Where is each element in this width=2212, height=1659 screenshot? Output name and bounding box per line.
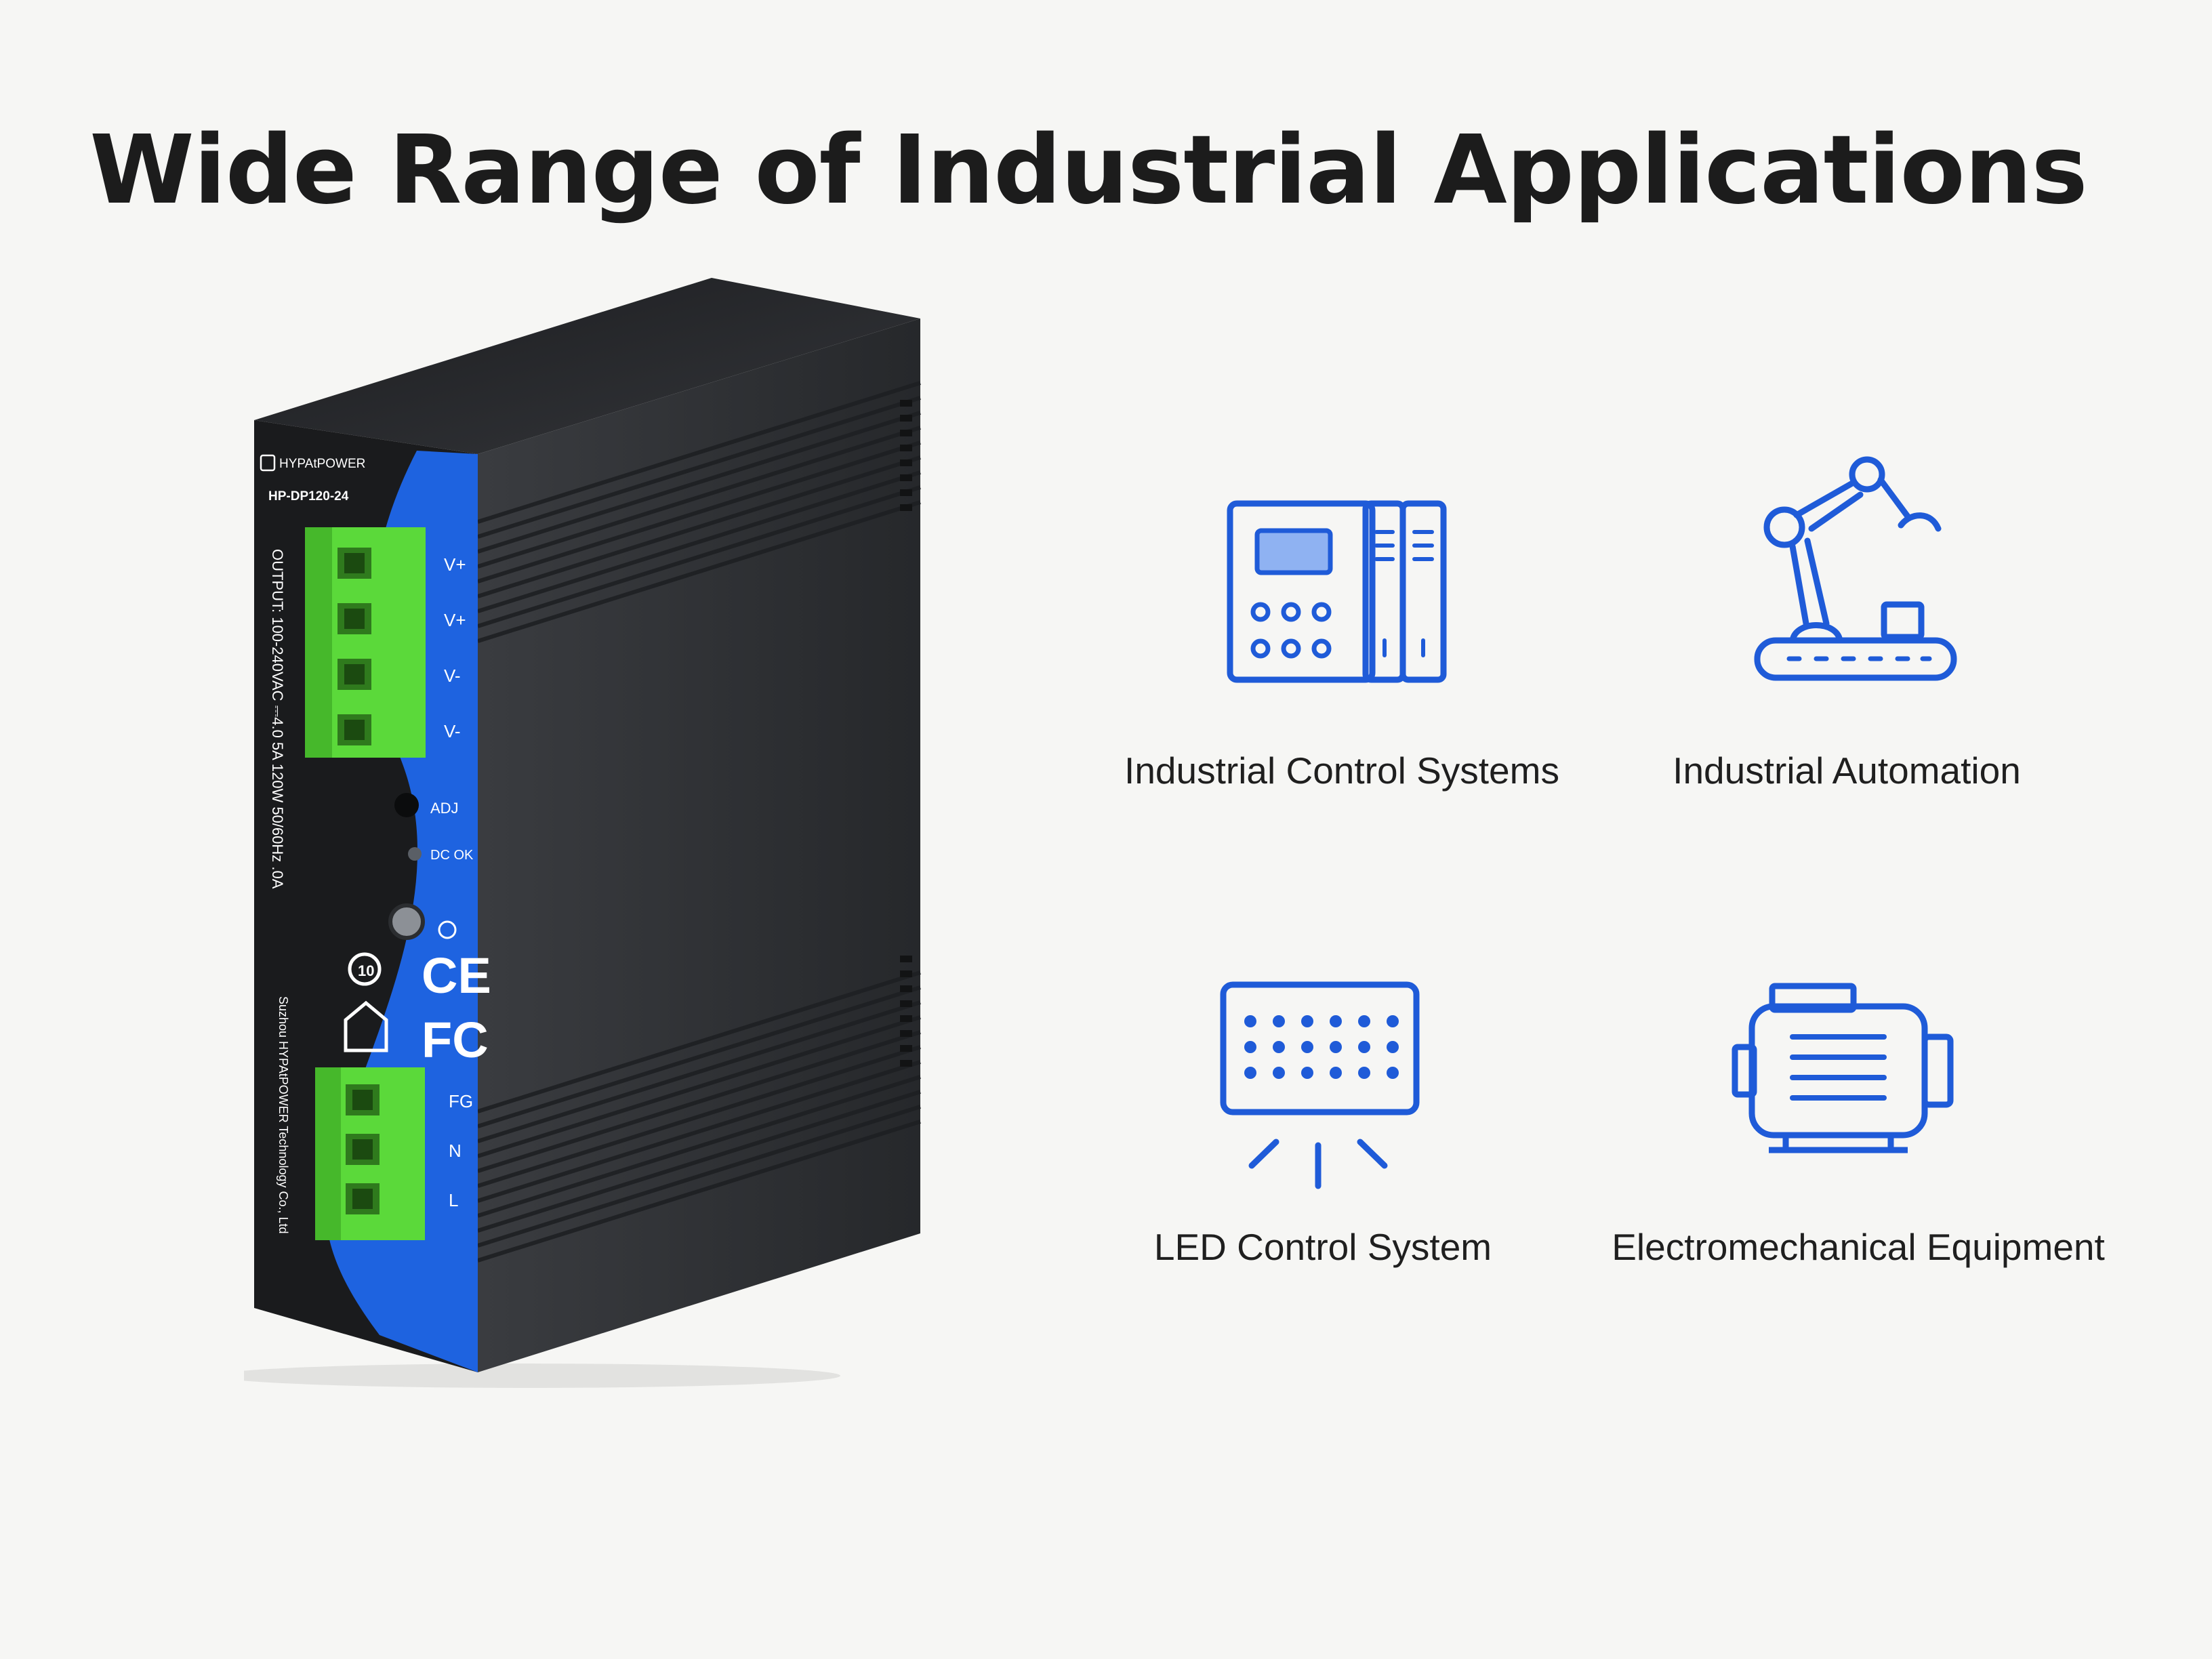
terminal-label: V- bbox=[444, 665, 461, 686]
model-number: HP-DP120-24 bbox=[268, 489, 349, 504]
terminal-label: L bbox=[449, 1190, 458, 1210]
ground-screw bbox=[388, 903, 425, 940]
terminal-label: V- bbox=[444, 721, 461, 741]
control-cabinet-icon bbox=[1227, 500, 1447, 683]
led-panel-icon bbox=[1220, 981, 1420, 1189]
ground-symbol-icon bbox=[438, 920, 457, 939]
electric-motor-icon bbox=[1732, 983, 1954, 1153]
app-label-led-control: LED Control System bbox=[1153, 1226, 1492, 1268]
fcc-mark: FC bbox=[422, 1012, 489, 1068]
adj-label: ADJ bbox=[430, 800, 459, 817]
brand-logo-text: HYPAtPOWER bbox=[279, 457, 365, 471]
indoor-use-icon bbox=[344, 1000, 388, 1052]
terminal-label: N bbox=[449, 1141, 462, 1161]
robot-arm-icon bbox=[1754, 456, 1957, 681]
dc-ok-led bbox=[408, 847, 422, 861]
app-label-control-systems: Industrial Control Systems bbox=[1124, 750, 1559, 792]
power-supply-product: HYPAtPOWER HP-DP120-24 OUTPUT: 100-240VA… bbox=[244, 278, 921, 1388]
app-label-automation: Industrial Automation bbox=[1673, 750, 2021, 792]
eco-mark-icon bbox=[348, 952, 382, 986]
ce-mark: CE bbox=[422, 947, 491, 1004]
app-label-electromechanical: Electromechanical Equipment bbox=[1612, 1226, 2105, 1268]
dc-ok-label: DC OK bbox=[430, 848, 474, 863]
page-title: Wide Range of Industrial Applications bbox=[89, 115, 2087, 226]
terminal-label: V+ bbox=[444, 610, 466, 630]
terminal-label: FG bbox=[449, 1091, 473, 1111]
output-spec: OUTPUT: 100-240VAC ⎓4.0 5A 120W 50/60Hz … bbox=[269, 549, 286, 889]
brand-logo-icon bbox=[260, 454, 276, 472]
adj-knob bbox=[394, 793, 419, 817]
terminal-label: V+ bbox=[444, 554, 466, 575]
manufacturer-text: Suzhou HYPAtPOWER Technology Co., Ltd bbox=[276, 996, 290, 1234]
svg-text:10: 10 bbox=[358, 962, 374, 979]
